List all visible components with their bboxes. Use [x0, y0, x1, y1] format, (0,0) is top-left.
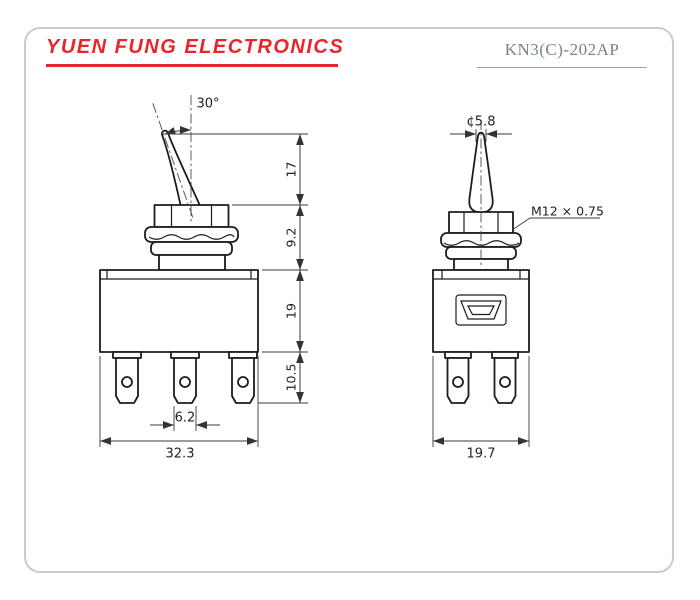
dimension-overall-width-side: 19.7 — [432, 356, 530, 462]
lever-axis-centerline — [152, 103, 194, 219]
terminal-width-label: 6.2 — [175, 411, 196, 426]
thread-spec-callout: M12 × 0.75 — [511, 204, 604, 231]
dimension-overall-width-front: 32.3 — [99, 356, 259, 462]
terminal-height-label: 10.5 — [284, 364, 299, 392]
front-view-drawing: 30° 17 9.2 19 10.5 — [99, 95, 308, 462]
part-number: KN3(C)-202AP — [477, 40, 647, 68]
lever-diameter-label: ¢5.8 — [467, 115, 496, 130]
terminal — [112, 351, 142, 404]
overall-width-front-label: 32.3 — [166, 447, 195, 462]
lever-height-label: 17 — [284, 162, 299, 178]
body-height-label: 19 — [284, 303, 299, 319]
brand-title: YUEN FUNG ELECTRONICS — [46, 36, 343, 67]
dimension-terminal-width: 6.2 — [150, 406, 220, 431]
thread-spec-label: M12 × 0.75 — [531, 204, 604, 219]
terminal — [444, 351, 472, 404]
side-view-drawing: ¢5.8 M12 × 0.75 19.7 — [432, 115, 604, 462]
terminal — [228, 351, 258, 404]
dimension-chain-right: 17 9.2 19 10.5 — [172, 133, 308, 404]
switch-body-front — [99, 269, 259, 353]
dimension-throw-angle: 30° — [164, 97, 220, 135]
throw-angle-label: 30° — [196, 97, 219, 112]
toggle-lever-side — [468, 131, 494, 214]
dimension-lever-diameter: ¢5.8 — [450, 115, 512, 142]
overall-width-side-label: 19.7 — [467, 447, 496, 462]
terminal — [170, 351, 200, 404]
switch-body-side — [432, 269, 530, 353]
bushing-height-label: 9.2 — [284, 228, 299, 248]
bushing-nut-front — [144, 204, 239, 271]
contact-detail — [460, 300, 502, 320]
terminal — [491, 351, 519, 404]
